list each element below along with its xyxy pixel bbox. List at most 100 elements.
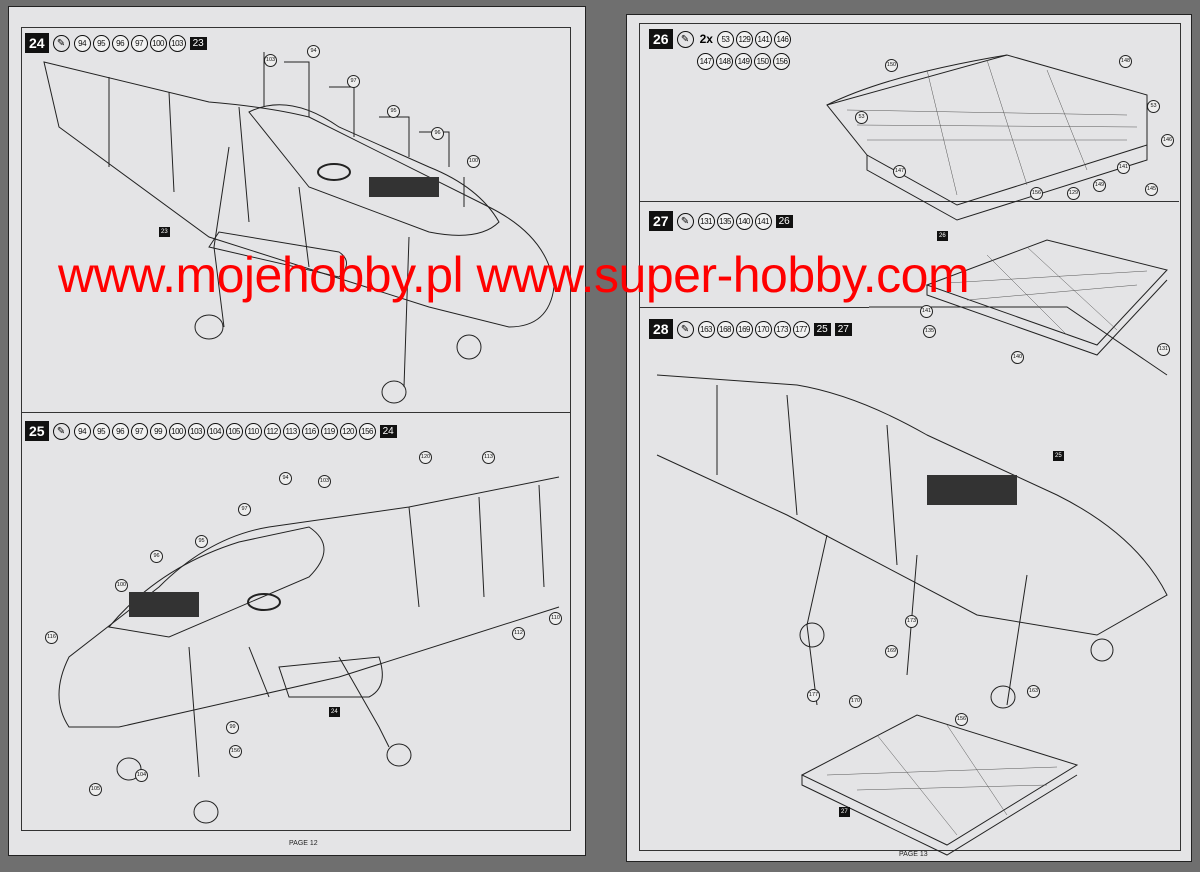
reference-step: 25 [813, 322, 831, 336]
part-callout: 113 [482, 451, 495, 464]
part-number: 104 [206, 422, 224, 440]
part-callout: 96 [431, 127, 444, 140]
part-callout: 147 [893, 165, 906, 178]
part-callout: 103 [318, 475, 331, 488]
part-number: 168 [716, 320, 734, 338]
page-frame [21, 27, 571, 831]
part-callout: 103 [264, 54, 277, 67]
part-callout: 94 [279, 472, 292, 485]
part-callout: 110 [549, 612, 562, 625]
instruction-page-12: 24 ✎ 94 95 96 97 100 103 23 [8, 6, 586, 856]
part-number: 170 [754, 320, 772, 338]
page-number: PAGE 13 [899, 851, 928, 858]
assembly-label: 27 [839, 807, 850, 817]
part-callout: 146 [1161, 134, 1174, 147]
part-number: 163 [697, 320, 715, 338]
part-number: 140 [735, 212, 753, 230]
part-number: 120 [339, 422, 357, 440]
step-divider [639, 201, 1179, 202]
reference-step: 26 [775, 214, 793, 228]
part-callout: 141 [920, 305, 933, 318]
page-number: PAGE 12 [289, 840, 318, 847]
part-callout: 163 [1027, 685, 1040, 698]
part-number: 150 [754, 53, 771, 70]
part-callout: 173 [905, 615, 918, 628]
part-callout: 141 [1117, 161, 1130, 174]
part-number: 141 [754, 212, 772, 230]
part-number: 147 [697, 53, 714, 70]
part-callout: 53 [855, 111, 868, 124]
part-number: 95 [92, 422, 110, 440]
part-number: 156 [773, 53, 790, 70]
part-number: 131 [697, 212, 715, 230]
part-number: 100 [149, 34, 167, 52]
part-number: 100 [168, 422, 186, 440]
assembly-label: 26 [937, 231, 948, 241]
part-callout: 148 [1119, 55, 1132, 68]
assembly-label: 23 [159, 227, 170, 237]
step-25-header: 25 ✎ 94 95 96 97 99 100 103 104 105 110 … [25, 421, 397, 441]
part-callout: 99 [226, 721, 239, 734]
part-callout: 131 [1157, 343, 1170, 356]
part-callout: 96 [150, 550, 163, 563]
page-frame [639, 23, 1181, 851]
step-number: 27 [649, 211, 673, 231]
part-callout: 156 [229, 745, 242, 758]
part-number: 103 [168, 34, 186, 52]
watermark-text: www.mojehobby.pl www.super-hobby.com [58, 247, 970, 303]
part-number: 149 [735, 53, 752, 70]
glue-icon: ✎ [676, 320, 694, 338]
step-26-header: 26 ✎ 2x 53 129 141 146 147 148 149 150 1… [649, 29, 809, 70]
step-divider [639, 307, 869, 308]
glue-icon: ✎ [52, 34, 70, 52]
part-callout: 177 [807, 689, 820, 702]
reference-step: 27 [834, 322, 852, 336]
part-number: 116 [301, 422, 319, 440]
quantity-multiplier: 2x [699, 32, 713, 46]
part-callout: 156 [955, 713, 968, 726]
glue-icon: ✎ [676, 30, 694, 48]
part-number: 141 [754, 30, 772, 48]
part-number: 169 [735, 320, 753, 338]
part-number: 156 [358, 422, 376, 440]
step-number: 28 [649, 319, 673, 339]
assembly-label: 25 [1053, 451, 1064, 461]
part-callout: 135 [923, 325, 936, 338]
part-number: 110 [244, 422, 262, 440]
part-number: 94 [73, 34, 91, 52]
part-callout: 100 [115, 579, 128, 592]
part-callout: 95 [387, 105, 400, 118]
part-callout: 149 [1093, 179, 1106, 192]
step-28-header: 28 ✎ 163 168 169 170 173 177 25 27 [649, 319, 852, 339]
part-number: 94 [73, 422, 91, 440]
helicopter-drawing [43, 52, 560, 824]
part-callout: 156 [1030, 187, 1043, 200]
part-number: 173 [773, 320, 791, 338]
part-number: 112 [263, 422, 281, 440]
part-number: 135 [716, 212, 734, 230]
step-27-header: 27 ✎ 131 135 140 141 26 [649, 211, 793, 231]
step-24-header: 24 ✎ 94 95 96 97 100 103 23 [25, 33, 207, 53]
reference-step: 24 [379, 424, 397, 438]
part-callout: 105 [89, 783, 102, 796]
part-number: 129 [735, 30, 753, 48]
part-callout: 140 [1011, 351, 1024, 364]
part-number: 119 [320, 422, 338, 440]
part-number: 113 [282, 422, 300, 440]
part-number: 103 [187, 422, 205, 440]
assembly-label: 24 [329, 707, 340, 717]
part-number: 53 [716, 30, 734, 48]
part-number: 146 [773, 30, 791, 48]
part-number: 105 [225, 422, 243, 440]
glue-icon: ✎ [52, 422, 70, 440]
part-callout: 170 [849, 695, 862, 708]
part-callout: 150 [885, 59, 898, 72]
part-callout: 120 [419, 451, 432, 464]
part-callout: 129 [1067, 187, 1080, 200]
assembly-drawings [656, 54, 1168, 856]
glue-icon: ✎ [676, 212, 694, 230]
part-callout: 169 [885, 645, 898, 658]
part-number: 148 [716, 53, 733, 70]
part-callout: 94 [307, 45, 320, 58]
part-callout: 112 [512, 627, 525, 640]
